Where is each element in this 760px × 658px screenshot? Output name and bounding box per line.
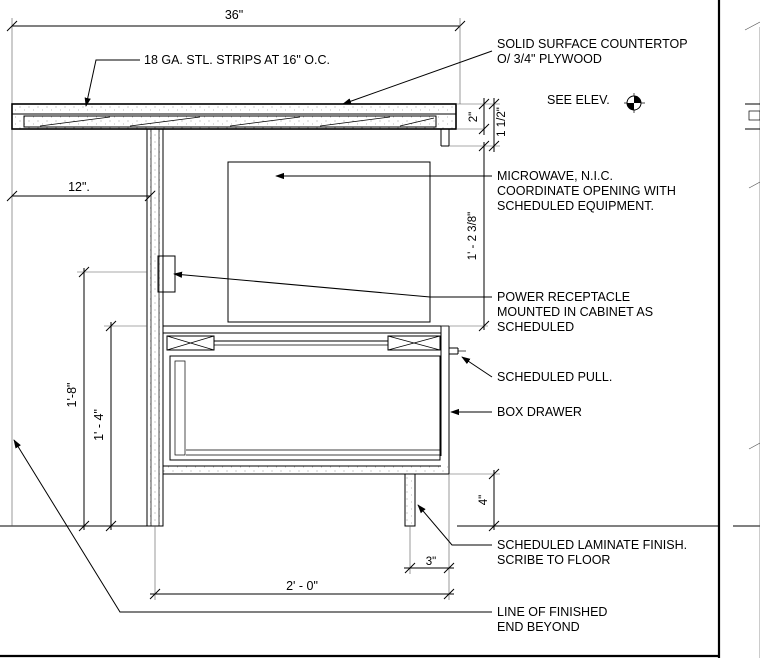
note-microwave-line3: SCHEDULED EQUIPMENT. — [497, 199, 654, 213]
note-microwave-line1: MICROWAVE, N.I.C. — [497, 169, 613, 183]
side-panel — [146, 128, 164, 527]
note-strips: 18 GA. STL. STRIPS AT 16" O.C. — [144, 53, 330, 67]
countertop — [11, 103, 457, 147]
dim-overall-width: 36" — [225, 8, 243, 22]
note-microwave-line2: COORDINATE OPENING WITH — [497, 184, 676, 198]
box-drawer — [169, 355, 441, 461]
dim-outer-height: 1'-8" — [65, 383, 79, 408]
toe-kick — [404, 473, 416, 527]
dim-toe-kick-depth: 3" — [426, 556, 436, 568]
elevation-marker-icon — [624, 93, 645, 113]
dim-top-thickness: 2" — [468, 112, 480, 122]
note-box-drawer: BOX DRAWER — [497, 405, 582, 419]
note-countertop-line2: O/ 3/4" PLYWOOD — [497, 52, 602, 66]
dim-base-depth: 2' - 0" — [286, 579, 318, 593]
note-finished-end-line1: LINE OF FINISHED — [497, 605, 607, 619]
note-pull: SCHEDULED PULL. — [497, 370, 612, 384]
dim-side-panel-depth: 12". — [68, 180, 90, 194]
note-countertop-line1: SOLID SURFACE COUNTERTOP — [497, 37, 688, 51]
note-laminate-line1: SCHEDULED LAMINATE FINISH. — [497, 538, 687, 552]
dim-inner-height: 1' - 4" — [92, 409, 106, 441]
note-finished-end-line2: END BEYOND — [497, 620, 580, 634]
note-receptacle-line3: SCHEDULED — [497, 320, 574, 334]
cabinet-box — [163, 325, 450, 475]
note-receptacle-line2: MOUNTED IN CABINET AS — [497, 305, 653, 319]
microwave-outline — [227, 161, 431, 323]
dim-edge-height: 1 1/2" — [496, 107, 508, 137]
dimension-lines — [6, 18, 500, 600]
note-see-elevation: SEE ELEV. — [547, 93, 610, 107]
note-receptacle-line1: POWER RECEPTACLE — [497, 290, 630, 304]
note-laminate-line2: SCRIBE TO FLOOR — [497, 553, 610, 567]
leader-lines — [13, 50, 493, 613]
dim-toe-kick-height: 4" — [478, 495, 490, 505]
adjacent-detail-fragment — [744, 21, 760, 658]
dim-microwave-opening: 1' - 2 3/8" — [467, 212, 479, 260]
drawer-pull — [449, 347, 466, 355]
